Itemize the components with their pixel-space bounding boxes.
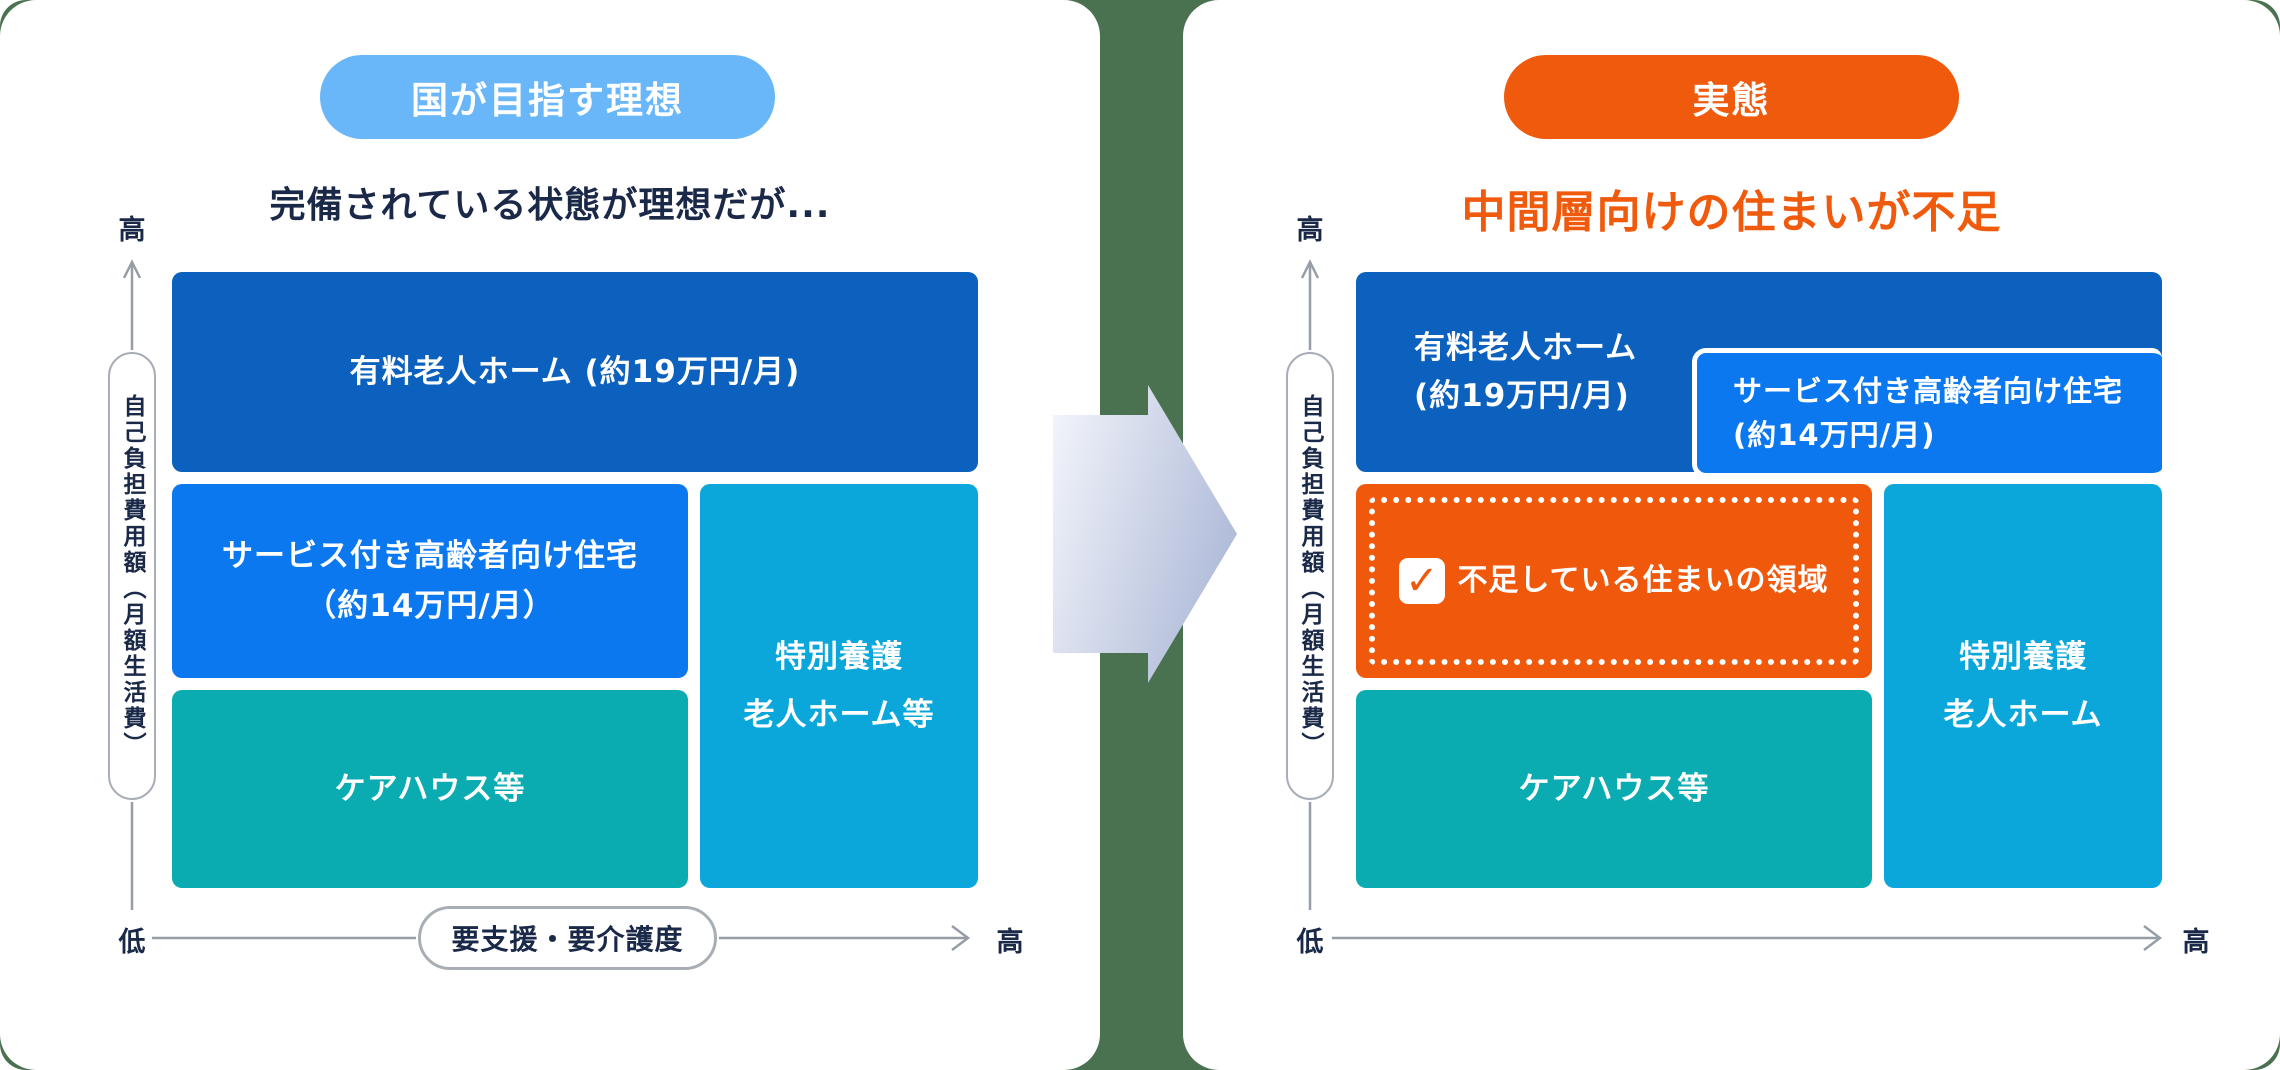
badge-reality: 実態 <box>1504 55 1959 139</box>
left-y-axis-label: 自己負担費用額（月額生活費） <box>119 394 145 758</box>
box-paid-elderly-home-right-line2: (約19万円/月) <box>1414 378 1630 414</box>
box-service-senior-housing: サービス付き高齢者向け住宅 （約14万円/月） <box>172 484 688 678</box>
box-care-house-right-label: ケアハウス等 <box>1518 771 1710 807</box>
box-service-senior-housing-right-line2: (約14万円/月) <box>1733 418 1936 452</box>
box-shortage-area-label: 不足している住まいの領域 <box>1457 563 1829 598</box>
title-reality: 中間層向けの住まいが不足 <box>1461 187 2002 238</box>
box-paid-elderly-home: 有料老人ホーム (約19万円/月) <box>172 272 978 472</box>
box-care-house-label: ケアハウス等 <box>334 771 526 807</box>
badge-reality-label: 実態 <box>1692 79 1771 122</box>
right-y-axis-label-capsule: 自己負担費用額（月額生活費） <box>1286 352 1334 800</box>
box-service-senior-housing-right-line1: サービス付き高齢者向け住宅 <box>1733 374 2124 408</box>
box-service-senior-housing-line1: サービス付き高齢者向け住宅 <box>222 538 638 574</box>
left-y-axis-high-label: 高 <box>118 215 146 246</box>
badge-ideal-label: 国が目指す理想 <box>411 79 684 122</box>
box-special-nursing-home-right-line2: 老人ホーム <box>1943 697 2103 733</box>
box-service-senior-housing-line2: （約14万円/月） <box>305 588 555 624</box>
right-y-axis-label: 自己負担費用額（月額生活費） <box>1297 394 1323 758</box>
transition-right-arrow-icon <box>1053 385 1237 683</box>
box-paid-elderly-home-right-text: 有料老人ホーム (約19万円/月) <box>1414 324 1637 420</box>
title-ideal: 完備されている状態が理想だが... <box>269 185 831 226</box>
right-y-axis-high-label: 高 <box>1296 215 1324 246</box>
box-paid-elderly-home-right-line1: 有料老人ホーム <box>1414 330 1638 366</box>
left-x-axis-high-label: 高 <box>996 927 1024 958</box>
box-paid-elderly-home-label: 有料老人ホーム (約19万円/月) <box>349 354 801 390</box>
left-x-axis-label-capsule: 要支援・要介護度 <box>418 906 717 970</box>
box-care-house: ケアハウス等 <box>172 690 688 888</box>
check-glyph: ✓ <box>1405 558 1440 604</box>
checkbox-check-icon: ✓ <box>1399 558 1446 604</box>
box-special-nursing-home-right: 特別養護 老人ホーム <box>1884 484 2162 888</box>
box-special-nursing-home-line1: 特別養護 <box>775 639 903 675</box>
box-special-nursing-home-right-line1: 特別養護 <box>1959 639 2087 675</box>
box-special-nursing-home-line2: 老人ホーム等 <box>743 697 935 733</box>
shortage-dotted-outline: ✓ 不足している住まいの領域 <box>1369 497 1859 665</box>
box-service-senior-housing-right: サービス付き高齢者向け住宅 (約14万円/月) <box>1692 348 2162 478</box>
box-shortage-area: ✓ 不足している住まいの領域 <box>1356 484 1872 678</box>
right-axis-low-label: 低 <box>1296 927 1324 958</box>
box-care-house-right: ケアハウス等 <box>1356 690 1872 888</box>
box-special-nursing-home: 特別養護 老人ホーム等 <box>700 484 978 888</box>
badge-ideal: 国が目指す理想 <box>320 55 775 139</box>
left-y-axis-label-capsule: 自己負担費用額（月額生活費） <box>108 352 156 800</box>
right-x-axis-high-label: 高 <box>2182 927 2210 958</box>
left-x-axis-label: 要支援・要介護度 <box>451 923 684 956</box>
left-axis-low-label: 低 <box>118 927 146 958</box>
